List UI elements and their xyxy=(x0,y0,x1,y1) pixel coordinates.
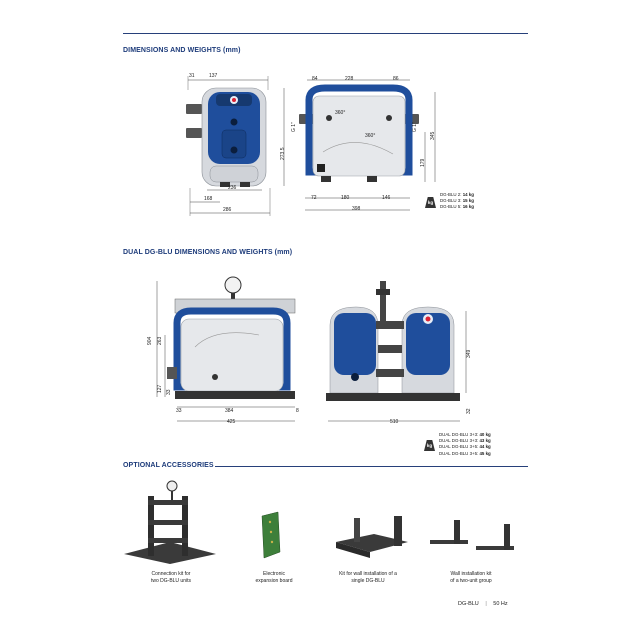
accessory-label-line: single DG-BLU xyxy=(351,577,385,584)
dim-84: 84 xyxy=(312,76,318,82)
dim-236: 236 xyxy=(228,185,237,191)
dim-228: 228 xyxy=(345,76,354,82)
pump-side-view-drawing xyxy=(299,79,436,211)
accessory-label-line: two DG-BLU units xyxy=(150,577,191,584)
dim-146: 146 xyxy=(382,195,391,201)
accessory-label-expansion-board: Electronic expansion board xyxy=(229,571,319,584)
accessory-label-dual-wall-kit: Wall installation kit of a two-unit grou… xyxy=(426,571,516,584)
angle-360-top: 360° xyxy=(335,110,346,116)
angle-360-bottom: 360° xyxy=(365,133,376,139)
dim-168: 168 xyxy=(204,196,213,202)
dim-127: 127 xyxy=(157,384,163,393)
dim-349: 349 xyxy=(466,349,472,358)
section-title-dimensions: DIMENSIONS AND WEIGHTS (mm) xyxy=(123,47,241,54)
dim-179: 179 xyxy=(420,158,426,167)
accessory-label-line: Kit for wall installation of a xyxy=(339,571,397,577)
dim-g1-right: G 1" xyxy=(412,122,418,132)
weight-item: DG-BLU 2: 14 kg xyxy=(440,192,474,197)
dim-345: 345 xyxy=(430,131,436,140)
accessory-label-line: of a two-unit group xyxy=(450,577,492,584)
pump-front-view-drawing xyxy=(186,76,285,216)
dual-front-view-drawing xyxy=(326,281,467,422)
accessory-label-line: expansion board xyxy=(255,577,293,584)
dim-263: 263 xyxy=(157,336,163,345)
dual-wall-kit-image xyxy=(430,520,514,550)
dual-side-view-drawing xyxy=(156,276,296,422)
dim-273-5: 273.5 xyxy=(280,147,286,160)
accessory-label-line: Electronic xyxy=(263,571,285,577)
dim-180: 180 xyxy=(341,195,350,201)
weight-item: DG-BLU 3: 15 kg xyxy=(440,198,474,204)
weight-item: DUAL DG-BLU 3+5: 45 kg xyxy=(439,450,491,456)
dim-137: 137 xyxy=(209,73,218,79)
footer: DG-BLU | 50 Hz xyxy=(458,601,508,607)
dim-33-vertical: 33 xyxy=(166,389,172,395)
dim-72: 72 xyxy=(311,195,317,201)
section-title-accessories: OPTIONAL ACCESSORIES xyxy=(123,462,214,469)
weight-kg-icon: kg xyxy=(424,440,435,451)
weights-list-single: DG-BLU 2: 14 kg DG-BLU 3: 15 kg DG-BLU 5… xyxy=(440,192,474,211)
top-rule xyxy=(123,33,528,34)
footer-separator: | xyxy=(485,601,487,607)
weights-list-dual: DUAL DG-BLU 3+3: 40 kg DUAL DG-BLU 3+3: … xyxy=(439,432,491,457)
dim-31: 31 xyxy=(189,73,195,79)
single-wall-kit-image xyxy=(336,516,408,558)
expansion-board-image xyxy=(261,511,281,559)
dim-86: 86 xyxy=(393,76,399,82)
weight-item: DUAL DG-BLU 3+3: 40 kg xyxy=(439,432,491,437)
dim-286: 286 xyxy=(223,207,232,213)
dim-32: 32 xyxy=(466,408,472,414)
accessories-rule xyxy=(215,466,528,467)
weight-item: DUAL DG-BLU 3+3: 43 kg xyxy=(439,438,491,444)
accessory-label-line: Wall installation kit xyxy=(450,571,492,577)
dim-904: 904 xyxy=(147,336,153,345)
dim-510: 510 xyxy=(390,419,399,425)
dim-8: 8 xyxy=(296,408,299,414)
footer-model: DG-BLU xyxy=(458,601,479,607)
footer-frequency: 50 Hz xyxy=(493,601,508,607)
connection-kit-image xyxy=(124,480,216,564)
section-title-dual: DUAL DG-BLU DIMENSIONS AND WEIGHTS (mm) xyxy=(123,249,293,256)
weight-item: DG-BLU 5: 16 kg xyxy=(440,204,474,210)
dim-33: 33 xyxy=(176,408,182,414)
weight-kg-icon: kg xyxy=(425,197,436,208)
accessory-label-single-wall-kit: Kit for wall installation of a single DG… xyxy=(323,571,413,584)
dim-g1-left: G 1" xyxy=(291,122,297,132)
dim-425: 425 xyxy=(227,419,236,425)
dim-384: 384 xyxy=(225,408,234,414)
accessory-label-line: Connection kit for xyxy=(151,571,191,577)
weight-item: DUAL DG-BLU 3+5: 44 kg xyxy=(439,444,491,450)
accessory-label-connection-kit: Connection kit for two DG-BLU units xyxy=(126,571,216,584)
dim-398: 398 xyxy=(352,206,361,212)
